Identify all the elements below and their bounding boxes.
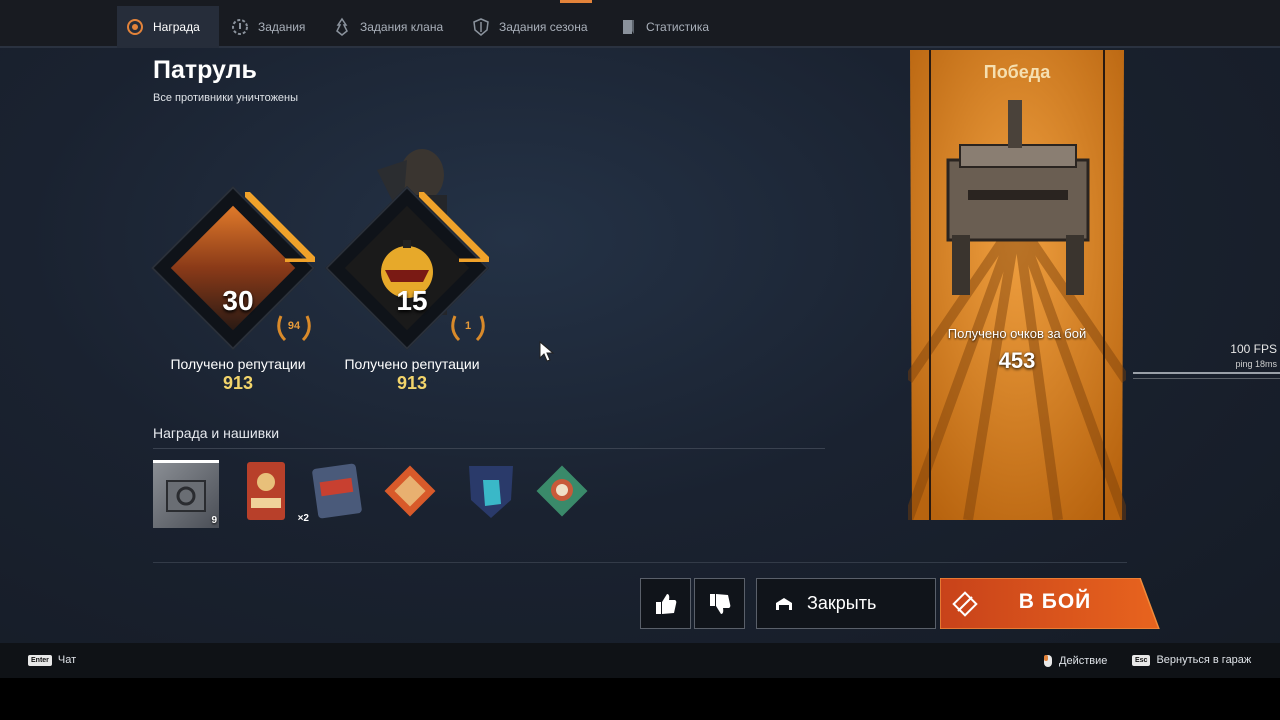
- close-button[interactable]: Закрыть: [756, 578, 936, 629]
- mouse-cursor-icon: [539, 341, 555, 362]
- reward-first-blood[interactable]: [309, 460, 375, 528]
- thumbs-down-icon: [709, 593, 730, 614]
- rep-rank: 94: [287, 320, 301, 332]
- chat-hint[interactable]: Enter Чат: [28, 654, 76, 666]
- fps-graph: [1133, 372, 1280, 374]
- tab-statistics[interactable]: Статистика: [610, 6, 717, 48]
- tab-clan-tasks[interactable]: Задания клана: [324, 6, 451, 48]
- fps-graph: [1133, 378, 1280, 379]
- crossed-weapons-icon: [952, 591, 978, 617]
- battle-label: В БОЙ: [1018, 590, 1092, 613]
- victory-banner: [908, 50, 1126, 520]
- thumbs-up-icon: [655, 593, 676, 614]
- death-patch-icon: [247, 462, 285, 520]
- action-label: Действие: [1059, 655, 1108, 667]
- reward-diamond-patch[interactable]: [379, 460, 445, 528]
- esc-key: Esc: [1132, 654, 1151, 666]
- rep-progress-corner: [419, 192, 489, 262]
- dislike-button[interactable]: [694, 578, 745, 629]
- skull-patch-icon: [536, 465, 588, 517]
- tab-label: Награда: [153, 20, 200, 34]
- tab-label: Статистика: [646, 20, 710, 34]
- enter-key: Enter: [28, 654, 52, 666]
- rewards-label: Награда и нашивки: [153, 425, 280, 441]
- gear-icon: [232, 19, 248, 35]
- reward-count: ×2: [297, 513, 309, 524]
- tab-tasks[interactable]: Задания: [222, 6, 313, 48]
- reputation-card: 15 1 Получено репутации 913: [324, 149, 507, 400]
- garage-icon: [776, 597, 792, 610]
- first-blood-icon: [312, 463, 362, 519]
- reward-icon: [127, 19, 143, 35]
- rep-rank: 1: [464, 320, 472, 332]
- ping-counter: ping 18ms: [1235, 359, 1277, 369]
- page-title: Патруль: [153, 56, 257, 84]
- rep-progress-corner: [245, 192, 315, 262]
- footer-hints: Enter Чат Действие Esc Вернуться в гараж: [0, 643, 1280, 678]
- chat-label: Чат: [57, 654, 77, 666]
- flame-icon: [336, 17, 348, 36]
- tab-label: Задания сезона: [499, 20, 588, 34]
- reward-assist-patch[interactable]: [461, 460, 527, 528]
- shield-icon: [473, 18, 489, 36]
- bomb-emblem-icon: [381, 240, 433, 298]
- laurel-icon: [451, 315, 485, 342]
- rep-label: Получено репутации: [344, 356, 480, 372]
- tab-label: Задания клана: [360, 20, 444, 34]
- rep-label: Получено репутации: [170, 356, 306, 372]
- score-value: 453: [998, 348, 1036, 373]
- tab-label: Задания: [258, 20, 306, 34]
- reputation-card: 30 94 Получено репутации 913: [150, 150, 333, 400]
- rep-level: 15: [396, 285, 428, 316]
- rep-value: 913: [396, 373, 428, 393]
- reward-crate[interactable]: 9: [153, 460, 219, 528]
- rep-level: 30: [222, 285, 254, 316]
- post-battle-screen: Награда Задания Задания клана Задания се…: [0, 0, 1280, 678]
- page-subtitle: Все противники уничтожены: [153, 92, 299, 104]
- crate-icon: [166, 480, 206, 512]
- top-nav: Награда Задания Задания клана Задания се…: [0, 0, 1280, 48]
- divider: [153, 562, 1127, 563]
- back-label: Вернуться в гараж: [1156, 654, 1252, 666]
- victory-title: Победа: [983, 62, 1051, 82]
- reward-count: 9: [211, 515, 217, 526]
- tab-season-tasks[interactable]: Задания сезона: [463, 6, 596, 48]
- vehicle-image: [946, 100, 1090, 295]
- battle-button-bg: [940, 578, 1160, 629]
- action-hint: Действие: [1043, 654, 1107, 668]
- tab-reward[interactable]: Награда: [117, 6, 219, 48]
- back-to-garage-hint[interactable]: Esc Вернуться в гараж: [1132, 654, 1251, 666]
- laurel-icon: [277, 315, 311, 342]
- rep-value: 913: [222, 373, 254, 393]
- reward-skull-patch[interactable]: [529, 460, 595, 528]
- reward-death-patch[interactable]: ×2: [233, 460, 309, 528]
- assist-patch-icon: [469, 466, 513, 518]
- faction-emblem: [344, 205, 470, 331]
- score-label: Получено очков за бой: [947, 326, 1087, 341]
- divider: [153, 448, 825, 449]
- nav-accent: [560, 0, 592, 3]
- mouse-icon: [1044, 655, 1052, 667]
- like-button[interactable]: [640, 578, 691, 629]
- close-label: Закрыть: [807, 593, 877, 613]
- fps-counter: 100 FPS: [1230, 342, 1277, 356]
- battle-button[interactable]: В БОЙ: [940, 578, 1160, 629]
- flag-icon: [623, 20, 634, 34]
- diamond-patch-icon: [384, 465, 436, 517]
